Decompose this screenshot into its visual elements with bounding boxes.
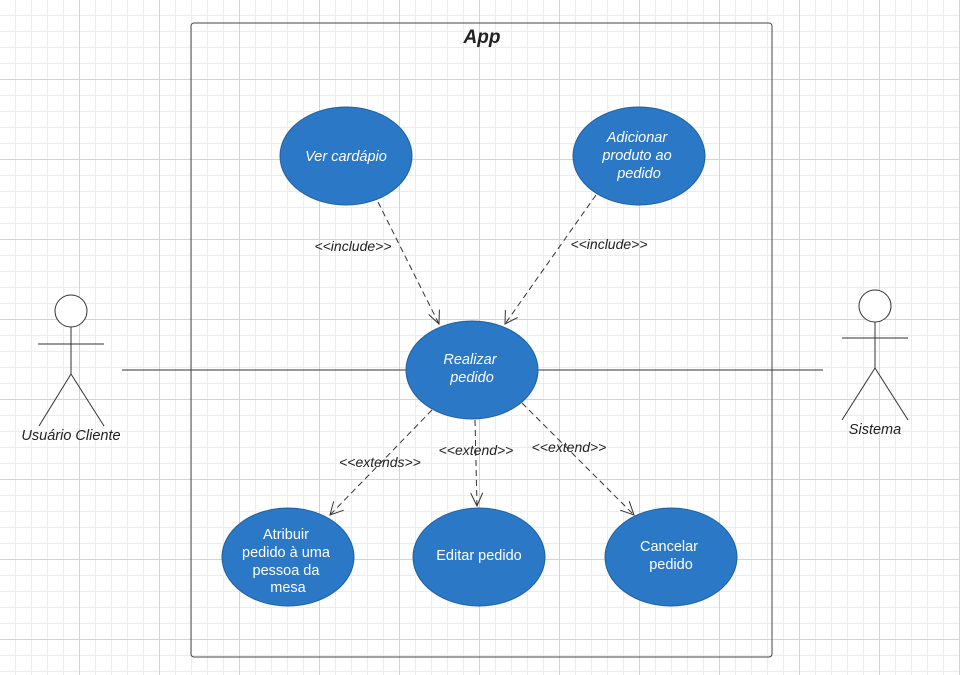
stereotype-include-adicionar: <<include>> [570, 236, 647, 252]
stick-figure-icon [841, 289, 909, 421]
system-title: App [463, 27, 501, 48]
actor-usuario-cliente[interactable]: Usuário Cliente [21, 294, 121, 444]
use-case-cancelar-pedido-label: Cancelar pedido [640, 539, 702, 573]
use-case-adicionar-produto[interactable]: Adicionar produto ao pedido [572, 106, 706, 206]
use-case-editar-pedido-label: Editar pedido [436, 548, 521, 564]
use-case-atribuir-pedido[interactable]: Atribuir pedido à uma pessoa da mesa [221, 507, 355, 607]
use-case-cancelar-pedido[interactable]: Cancelar pedido [604, 507, 738, 607]
use-case-atribuir-pedido-label: Atribuir pedido à uma pessoa da mesa [242, 527, 334, 596]
stereotype-extend-cancelar: <<extend>> [532, 439, 607, 455]
use-case-realizar-pedido-label: Realizar pedido [443, 352, 500, 386]
extend-arrow-editar [470, 419, 484, 508]
use-case-adicionar-produto-label: Adicionar produto ao pedido [601, 130, 675, 182]
actor-sistema[interactable]: Sistema [841, 289, 909, 438]
extends-arrow-atribuir [329, 409, 433, 516]
use-case-ver-cardapio-label: Ver cardápio [305, 149, 387, 165]
stereotype-extend-editar: <<extend>> [439, 442, 514, 458]
actor-sistema-label: Sistema [849, 422, 901, 438]
actor-usuario-cliente-label: Usuário Cliente [21, 428, 120, 444]
system-boundary [190, 22, 773, 658]
include-arrow-adicionar-produto [504, 194, 597, 325]
use-case-realizar-pedido[interactable]: Realizar pedido [405, 320, 539, 420]
stereotype-extends-atribuir: <<extends>> [339, 454, 421, 470]
include-arrow-ver-cardapio [377, 201, 440, 326]
use-case-ver-cardapio[interactable]: Ver cardápio [279, 106, 413, 206]
extend-arrow-cancelar [521, 402, 635, 516]
use-case-editar-pedido[interactable]: Editar pedido [412, 507, 546, 607]
stick-figure-icon [38, 294, 105, 427]
stereotype-include-ver: <<include>> [314, 238, 391, 254]
